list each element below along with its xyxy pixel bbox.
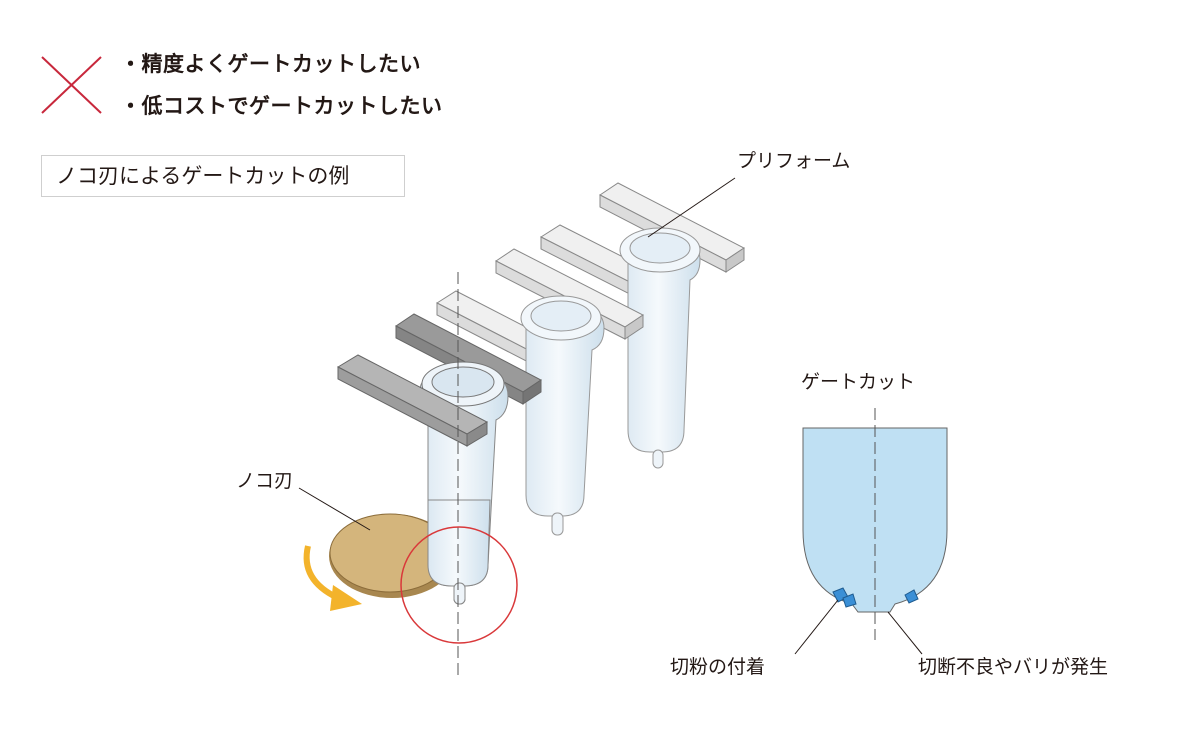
preform-front-lower: [427, 499, 491, 587]
preform-middle: [520, 295, 605, 536]
defect-label: 切断不良やバリが発生: [918, 656, 1109, 678]
cross-icon: [41, 56, 102, 114]
requirement-low-cost: ・低コストでゲートカットしたい: [120, 94, 443, 118]
requirement-precision: ・精度よくゲートカットしたい: [120, 52, 421, 76]
saw-blade-label: ノコ刃: [236, 470, 294, 492]
chip-particles: [832, 587, 919, 608]
gate-cut-detail: [794, 408, 948, 655]
saw-blade-disc: [329, 513, 455, 598]
figure-title: ノコ刃によるゲートカットの例: [41, 155, 405, 197]
preform-leader: [647, 177, 736, 238]
preform-front-gate: [453, 582, 466, 605]
chip-adhesion-label: 切粉の付着: [670, 656, 766, 678]
front-bar-lower: [336, 354, 489, 447]
gate-cut-label: ゲートカット: [801, 371, 916, 393]
preform-back: [619, 227, 701, 469]
highlight-circle: [400, 526, 518, 644]
rotation-arrow-icon: [303, 545, 362, 611]
preform-label: プリフォーム: [737, 150, 851, 172]
saw-blade-leader: [298, 487, 371, 531]
